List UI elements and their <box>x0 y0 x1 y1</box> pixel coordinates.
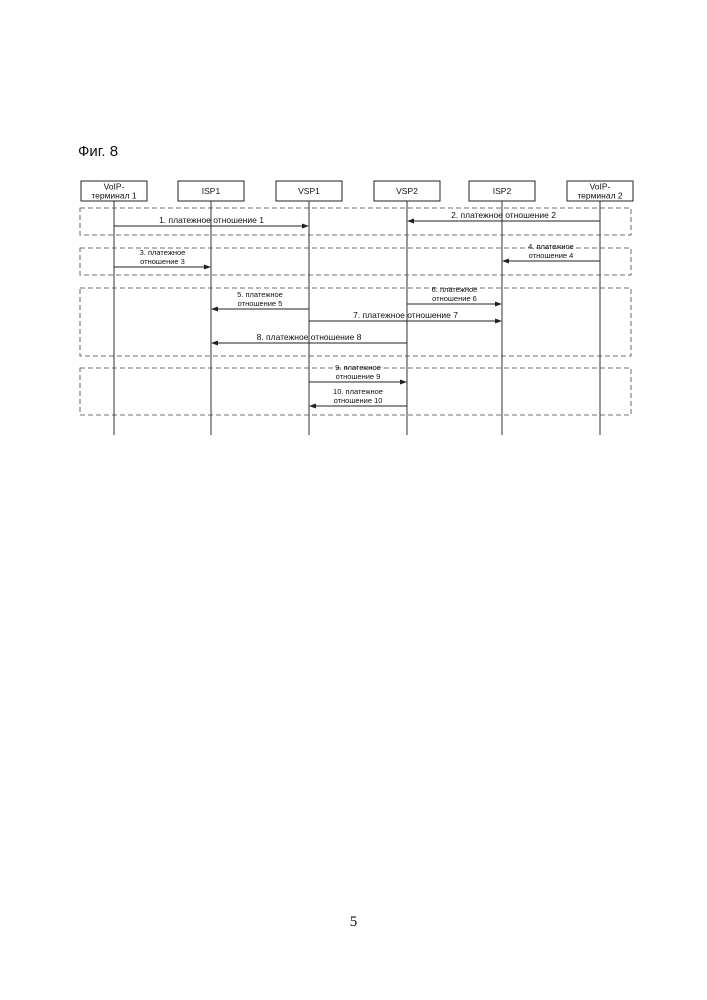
group-frame-3 <box>80 288 631 356</box>
message-label-5: отношение 5 <box>238 299 283 308</box>
message-arrowhead-3 <box>204 265 211 270</box>
message-arrowhead-2 <box>407 219 414 224</box>
message-arrowhead-1 <box>302 224 309 229</box>
entity-label-isp2: ISP2 <box>493 186 512 196</box>
message-label-10: отношение 10 <box>334 396 383 405</box>
message-label-4: отношение 4 <box>529 251 574 260</box>
page-number: 5 <box>0 914 707 931</box>
messages: 1. платежное отношение 1 2. платежное отн… <box>114 210 600 409</box>
message-arrowhead-8 <box>211 341 218 346</box>
message-label-2: 2. платежное отношение 2 <box>451 210 556 220</box>
message-label-3: отношение 3 <box>140 257 185 266</box>
message-label-9: 9. платежное <box>335 363 381 372</box>
entities: VoIP-терминал 1ISP1VSP1VSP2ISP2VoIP-терм… <box>81 181 633 201</box>
message-arrowhead-7 <box>495 319 502 324</box>
message-arrowhead-4 <box>502 259 509 264</box>
message-arrowhead-9 <box>400 380 407 385</box>
message-label-7: 7. платежное отношение 7 <box>353 310 458 320</box>
entity-label-voip1: терминал 1 <box>91 191 137 201</box>
message-label-6: 6. платежное <box>432 285 478 294</box>
message-label-6: отношение 6 <box>432 294 477 303</box>
message-label-10: 10. платежное <box>333 387 383 396</box>
entity-label-vsp2: VSP2 <box>396 186 418 196</box>
message-arrowhead-5 <box>211 307 218 312</box>
message-arrowhead-10 <box>309 404 316 409</box>
message-label-1: 1. платежное отношение 1 <box>159 215 264 225</box>
message-label-9: отношение 9 <box>336 372 381 381</box>
message-arrowhead-6 <box>495 302 502 307</box>
message-label-3: 3. платежное <box>140 248 186 257</box>
message-label-5: 5. платежное <box>237 290 283 299</box>
entity-label-vsp1: VSP1 <box>298 186 320 196</box>
message-label-4: 4. платежное <box>528 242 574 251</box>
message-label-8: 8. платежное отношение 8 <box>257 332 362 342</box>
entity-label-isp1: ISP1 <box>202 186 221 196</box>
entity-label-voip2: терминал 2 <box>577 191 623 201</box>
